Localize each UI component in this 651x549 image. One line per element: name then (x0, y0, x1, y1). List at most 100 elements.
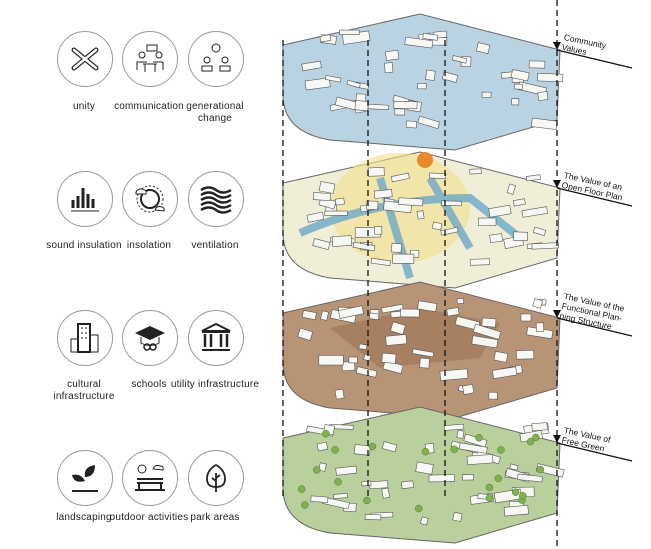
tree-marker (301, 501, 309, 509)
building-block (304, 77, 331, 91)
building-block (390, 321, 406, 335)
value-label: outdoor activities (109, 512, 189, 523)
building-block (419, 357, 430, 369)
building-block (367, 167, 385, 177)
tree-marker (421, 447, 430, 456)
value-label: sound insulation (46, 240, 122, 251)
building-block (310, 495, 329, 503)
building-block (428, 474, 455, 483)
tree-marker (485, 483, 494, 492)
building-block (331, 235, 353, 247)
tree-marker (526, 437, 535, 446)
building-block (439, 368, 469, 381)
building-block (420, 516, 429, 526)
building-block (297, 327, 314, 341)
tree-marker (485, 494, 494, 502)
building-block (456, 298, 465, 305)
building-block (338, 305, 364, 319)
building-block (451, 55, 468, 64)
tree-marker (494, 474, 503, 483)
building-block (417, 82, 427, 90)
building-block (462, 474, 474, 481)
layer-leader-line (556, 442, 633, 462)
building-block (472, 323, 502, 340)
tree-marker (497, 446, 505, 454)
building-block (443, 423, 465, 431)
building-block (531, 422, 548, 432)
layer-leader-line (556, 187, 633, 207)
building-block (520, 313, 532, 322)
building-block (481, 317, 497, 328)
building-block (312, 238, 331, 251)
building-block (301, 309, 317, 321)
building-block (316, 441, 329, 452)
layer-arrow-icon (553, 435, 561, 443)
building-block (469, 258, 491, 266)
building-block (509, 463, 519, 471)
building-block (411, 348, 435, 358)
value-label: ventilation (191, 240, 239, 251)
building-block (373, 189, 393, 199)
building-block (312, 192, 331, 202)
people-exchange-icon (188, 31, 244, 87)
building-block (335, 465, 358, 476)
building-block (526, 174, 541, 182)
building-block (325, 75, 342, 83)
building-block (385, 334, 408, 346)
building-block (535, 322, 545, 333)
building-block (488, 391, 498, 400)
building-block (352, 241, 376, 252)
building-icon (57, 310, 113, 366)
tree-marker (511, 488, 520, 496)
value-label: unity (72, 101, 96, 112)
building-block (441, 71, 459, 83)
building-block (400, 480, 414, 490)
building-block (425, 69, 436, 81)
building-block (320, 310, 330, 321)
tree-icon (188, 450, 244, 506)
building-block (462, 383, 475, 396)
building-block (537, 73, 564, 83)
plant-icon (57, 450, 113, 506)
building-block (537, 91, 549, 101)
building-block (318, 181, 336, 194)
building-block (531, 242, 559, 250)
sound-bars-icon (57, 171, 113, 227)
value-label: cultural infrastructure (53, 379, 115, 402)
building-block (392, 253, 415, 264)
building-block (513, 231, 528, 242)
building-block (381, 352, 397, 364)
bench-icon (122, 450, 178, 506)
building-block (405, 120, 418, 129)
building-block (489, 233, 503, 244)
tree-marker (475, 434, 483, 442)
building-block (417, 300, 438, 313)
layer-leader-line (556, 49, 633, 69)
sun-cloud-icon (122, 171, 178, 227)
building-block (515, 349, 535, 360)
wind-waves-icon (188, 171, 244, 227)
value-label: communication (114, 101, 184, 112)
building-block (528, 60, 546, 69)
building-block (368, 312, 380, 321)
meeting-icon (122, 31, 178, 87)
building-block (532, 298, 544, 309)
value-label: park areas (190, 512, 240, 523)
building-block (348, 356, 358, 364)
building-block (333, 493, 348, 499)
tree-marker (450, 445, 459, 454)
building-block (381, 487, 391, 499)
building-block (431, 221, 443, 231)
tree-marker (331, 446, 339, 454)
tree-marker (297, 485, 306, 493)
building-block (512, 198, 526, 207)
graduation-cap-icon (122, 310, 178, 366)
building-block (354, 99, 369, 112)
building-block (361, 480, 372, 487)
building-block (366, 200, 379, 211)
building-block (415, 461, 434, 475)
hands-icon (57, 31, 113, 87)
building-block (532, 226, 547, 236)
building-block (493, 350, 509, 363)
tree-marker (322, 429, 330, 438)
